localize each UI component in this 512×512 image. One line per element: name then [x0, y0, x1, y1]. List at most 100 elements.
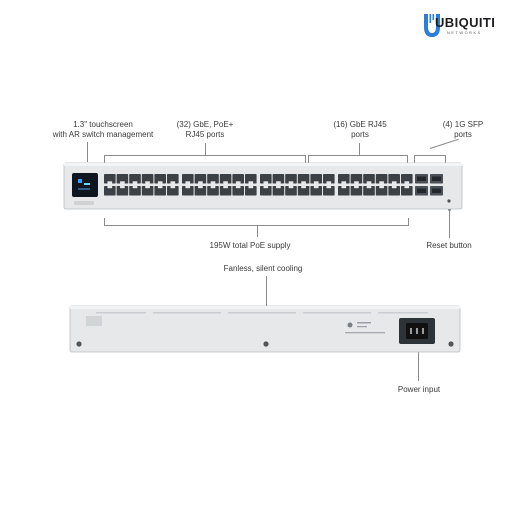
rj45-port-latch — [263, 186, 269, 189]
rj45-port-latch — [341, 186, 347, 189]
rj45-port-latch — [263, 181, 269, 184]
poe-ports-leader-line — [205, 143, 206, 155]
gbe-ports-callout: (16) GbE RJ45 ports — [320, 120, 400, 140]
sfp-ports-leader-line — [429, 138, 459, 149]
rj45-port — [375, 174, 388, 184]
rj45-port-latch — [120, 181, 125, 184]
rj45-port — [182, 186, 194, 196]
rj45-port — [194, 186, 207, 196]
sfp-port-opening — [432, 176, 441, 181]
sfp-port-opening — [417, 176, 426, 181]
rj45-port-latch — [223, 186, 228, 189]
sfp-port-opening — [432, 188, 441, 193]
rj45-port-latch — [366, 181, 372, 184]
reset-leader-dot — [448, 208, 451, 211]
power-inlet — [399, 318, 435, 344]
rj45-port — [182, 174, 194, 184]
power-input-callout: Power input — [397, 385, 441, 394]
rj45-port-latch — [132, 186, 138, 189]
touchscreen-glyph-2 — [84, 183, 90, 185]
rj45-port-latch — [391, 181, 397, 184]
rj45-port — [141, 174, 154, 184]
rj45-port-latch — [391, 186, 397, 189]
gbe-ports-callout-line-2: ports — [351, 130, 369, 139]
sfp-port — [415, 174, 428, 184]
sfp-ports-callout-line-1: (4) 1G SFP — [442, 120, 484, 129]
rj45-port — [154, 174, 166, 184]
rj45-port-latch — [170, 186, 176, 189]
rj45-port — [363, 174, 375, 184]
poe-ports-callout-line-1: (32) GbE, PoE+ — [176, 120, 234, 129]
rear-ground-screw-left — [76, 341, 82, 347]
brand-name: UBIQUITI — [435, 15, 496, 30]
rj45-port — [129, 186, 141, 196]
gbe-ports-bracket — [308, 155, 408, 156]
brand-subtitle: NETWORKS — [447, 31, 482, 35]
rj45-port-latch — [198, 186, 203, 189]
touchscreen-callout-line-1: 1.3" touchscreen — [73, 120, 133, 129]
rj45-port-latch — [301, 181, 306, 184]
rj45-port — [338, 186, 350, 196]
rj45-port — [232, 174, 244, 184]
rj45-port — [285, 186, 297, 196]
rj45-port — [167, 186, 179, 196]
rj45-port-latch — [379, 186, 384, 189]
rj45-port-latch — [404, 186, 410, 189]
rj45-port — [285, 174, 297, 184]
rj45-port-latch — [341, 181, 347, 184]
sfp-ports-bracket-left — [414, 155, 415, 163]
rj45-ports-group — [104, 174, 413, 196]
rj45-port-latch — [198, 181, 203, 184]
rj45-port — [260, 174, 272, 184]
poe-ports-callout: (32) GbE, PoE+ RJ45 ports — [160, 120, 250, 140]
rj45-port — [323, 186, 335, 196]
rj45-port — [207, 186, 219, 196]
touchscreen-leader-line — [87, 142, 88, 162]
rj45-port — [194, 174, 207, 184]
rj45-port — [116, 186, 129, 196]
rj45-port — [219, 174, 232, 184]
rj45-port — [245, 174, 257, 184]
sfp-port — [415, 186, 428, 196]
rear-chassis-highlight — [70, 306, 460, 309]
poe-ports-bracket — [104, 155, 306, 156]
rj45-port — [401, 186, 413, 196]
cooling-leader-line — [266, 276, 267, 306]
rj45-port — [104, 186, 116, 196]
rj45-port — [388, 174, 400, 184]
poe-ports-callout-line-2: RJ45 ports — [185, 130, 225, 139]
rear-logo-icon — [347, 322, 353, 328]
reset-button-callout: Reset button — [426, 241, 472, 250]
rj45-port-latch — [276, 186, 281, 189]
sfp-port-opening — [417, 188, 426, 193]
rj45-port-latch — [248, 186, 254, 189]
touchscreen-glyph-3 — [78, 188, 90, 190]
front-chassis — [63, 162, 463, 210]
rj45-port-latch — [313, 181, 319, 184]
rj45-port-latch — [354, 181, 359, 184]
gbe-ports-callout-line-1: (16) GbE RJ45 — [333, 120, 387, 129]
gbe-ports-bracket-left — [308, 155, 309, 163]
rj45-port — [219, 186, 232, 196]
rj45-port-latch — [288, 186, 294, 189]
sfp-ports-callout: (4) 1G SFP ports — [428, 120, 498, 140]
rj45-port-latch — [210, 186, 216, 189]
rear-vent-slots — [96, 312, 428, 314]
rear-compliance-sticker — [86, 316, 102, 326]
gbe-ports-bracket-right — [407, 155, 408, 163]
gbe-ports-leader-line — [359, 143, 360, 155]
rj45-port — [141, 186, 154, 196]
brand-logo: UBIQUITI NETWORKS — [421, 10, 505, 40]
rear-cert-marks — [345, 332, 385, 334]
rj45-port — [232, 186, 244, 196]
rj45-port — [350, 186, 363, 196]
rj45-port-latch — [223, 181, 228, 184]
poe-supply-bracket-left — [104, 218, 105, 226]
rj45-port — [116, 174, 129, 184]
rj45-port-latch — [210, 181, 216, 184]
rj45-port-latch — [288, 181, 294, 184]
rj45-port — [310, 174, 322, 184]
rj45-port-latch — [366, 186, 372, 189]
